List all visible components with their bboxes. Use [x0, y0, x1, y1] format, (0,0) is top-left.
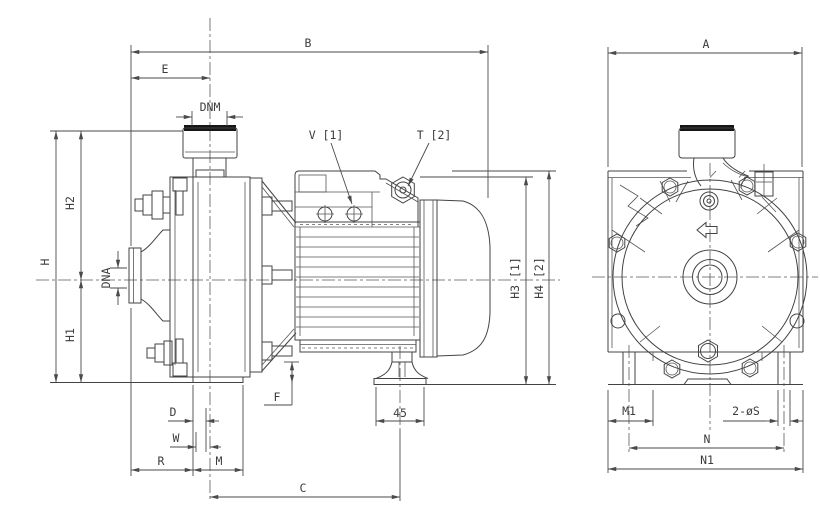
- dimension-n: N: [629, 432, 784, 451]
- base-tab: [683, 378, 732, 385]
- motor-fins: [296, 236, 419, 328]
- pump-casing: [128, 125, 263, 383]
- dimension-h: H: [38, 131, 59, 383]
- dimension-h2: H2: [63, 131, 84, 280]
- adapter-bracket: [261, 180, 297, 372]
- hex-bolt: [663, 359, 681, 379]
- dim-label-m: M: [216, 454, 223, 468]
- front-centerlines: [592, 163, 818, 452]
- dim-label-h3: H3 [1]: [508, 257, 522, 299]
- dim-label-h2: H2: [63, 196, 77, 210]
- bearing-housing: [607, 170, 804, 352]
- dimension-dna: DNA: [99, 251, 127, 305]
- front-view: A M1 2-øS N N1: [592, 37, 818, 473]
- dim-label-f: F: [274, 390, 281, 404]
- dimension-f: F: [264, 361, 299, 406]
- dimension-m: M: [193, 385, 244, 476]
- dim-label-b: B: [305, 36, 312, 50]
- dim-label-45: 45: [393, 406, 407, 420]
- stud-lug-top: [172, 177, 188, 192]
- dimension-d: D: [168, 405, 219, 452]
- dimension-e: E: [131, 62, 210, 81]
- priming-plug: [134, 190, 171, 220]
- dim-label-c: C: [300, 481, 307, 495]
- dim-label-dna: DNA: [99, 268, 113, 289]
- dimension-n1: N1: [608, 390, 804, 473]
- dimension-c: C: [210, 430, 401, 501]
- dim-label-e: E: [162, 62, 169, 76]
- front-discharge-cap: [678, 125, 750, 189]
- hex-bolt: [738, 176, 756, 196]
- bottom-drain-hex: [698, 339, 718, 363]
- dimension-r: R: [130, 308, 194, 476]
- fan-cover: [419, 199, 491, 358]
- dim-label-w: W: [173, 431, 180, 445]
- dim-label-a: A: [703, 37, 710, 51]
- dim-label-m1: M1: [622, 404, 636, 418]
- vent-screw-plug: [754, 164, 774, 197]
- dimension-dnm: DNM: [176, 100, 243, 126]
- ear-hole: [789, 313, 805, 329]
- dim-label-n1: N1: [700, 453, 714, 467]
- dim-label-d: D: [170, 405, 177, 419]
- dimension-w: W: [170, 431, 221, 452]
- drain-plug: [146, 340, 173, 366]
- hex-bolt: [789, 232, 807, 252]
- dimension-h3: H3 [1]: [420, 176, 533, 385]
- casing-bolts: [608, 176, 807, 379]
- dim-label-h1: H1: [63, 328, 77, 342]
- dim-label-2os: 2-øS: [732, 404, 760, 418]
- rotation-arrow: [696, 221, 718, 239]
- shaft-boss: [682, 249, 738, 305]
- dim-label-h4: H4 [2]: [532, 257, 546, 299]
- dim-label-n: N: [704, 432, 711, 446]
- discharge-neck: [192, 157, 227, 178]
- dimension-h1: H1: [63, 280, 84, 383]
- terminal-box: [294, 170, 419, 227]
- dimension-45: 45: [375, 387, 425, 426]
- callout-label-t2: T [2]: [417, 128, 452, 142]
- hex-bolt: [741, 358, 759, 378]
- drain-plug-t: [391, 176, 415, 204]
- hex-bolt: [661, 177, 679, 197]
- motor-body: [294, 221, 421, 353]
- motor-foot: [373, 351, 429, 385]
- callout-v1: V [1]: [309, 128, 353, 205]
- dimension-2os: 2-øS: [723, 390, 803, 426]
- dimension-m1: M1: [607, 390, 654, 473]
- hex-bolt: [608, 233, 626, 253]
- casing-foot: [192, 377, 244, 383]
- side-view: B E DNM V [1] T [2] H H2: [36, 18, 560, 502]
- dimension-a: A: [607, 37, 803, 167]
- centerlines: [36, 18, 560, 502]
- dim-label-dnm: DNM: [200, 100, 221, 114]
- callout-label-v1: V [1]: [309, 128, 344, 142]
- dim-label-r: R: [158, 454, 165, 468]
- dimension-h4: H4 [2]: [452, 170, 556, 385]
- casing-cover-front: [612, 179, 808, 375]
- mounting-base: [608, 351, 803, 385]
- dim-label-h: H: [38, 258, 52, 265]
- callout-t2: T [2]: [407, 128, 452, 187]
- ear-hole: [610, 313, 626, 329]
- top-plug: [699, 191, 719, 211]
- discharge-cap: [182, 127, 238, 159]
